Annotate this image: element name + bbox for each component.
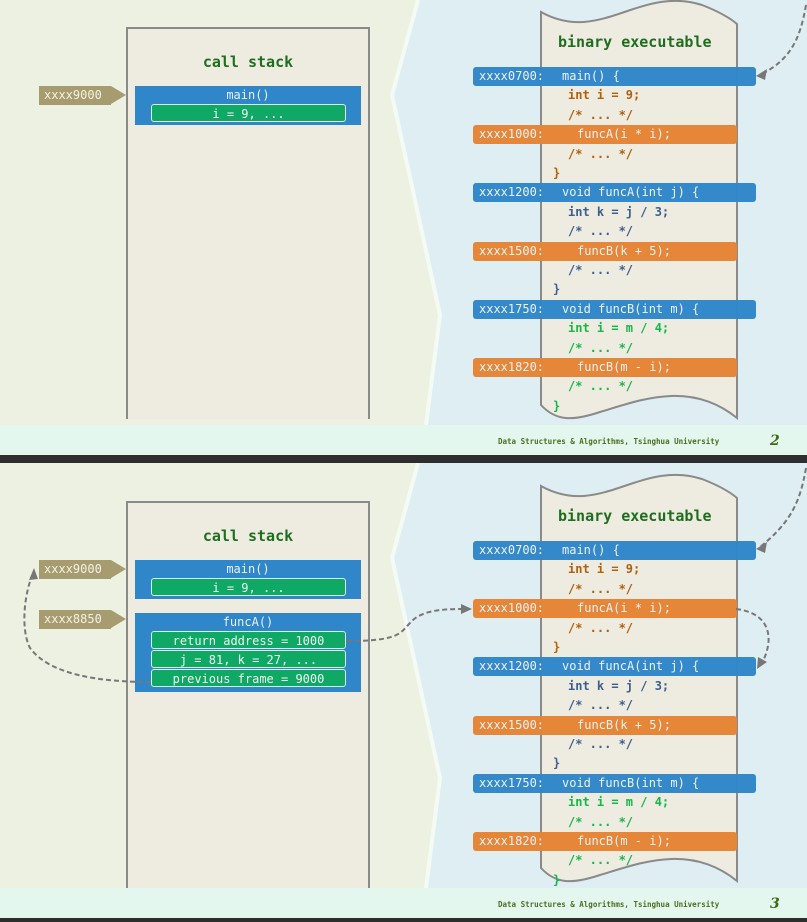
code-address: xxxx1500: [479, 243, 545, 258]
code-address: xxxx1000: [479, 601, 545, 616]
code-line: } [553, 282, 561, 297]
frame-variable-row: j = 81, k = 27, ... [151, 650, 346, 668]
code-line: /* ... */ [568, 224, 634, 239]
code-text: main() { [562, 543, 620, 557]
code-line: /* ... */ [568, 581, 634, 596]
code-address: xxxx1200: [479, 659, 545, 674]
code-line: } [553, 398, 561, 413]
code-line: int i = 9; [568, 562, 641, 577]
function-entry-bar [473, 299, 756, 319]
code-line: /* ... */ [568, 620, 634, 635]
code-address: xxxx1200: [479, 185, 545, 200]
stack-address-tag: xxxx8850 [39, 610, 126, 629]
code-line: /* ... */ [568, 107, 634, 122]
code-text: void funcB(int m) { [562, 775, 700, 790]
frame-name: main() [226, 562, 270, 576]
frame-name: funcA() [222, 615, 274, 629]
code-line: } [553, 166, 561, 180]
page-number: 2 [770, 433, 780, 449]
function-entry-bar [473, 541, 756, 560]
slide-footer: Data Structures & Algorithms, Tsinghua U… [0, 425, 807, 455]
code-line: } [553, 640, 561, 654]
call-site-bar [473, 599, 737, 619]
call-site-bar [473, 358, 737, 377]
code-line: int i = 9; [568, 88, 641, 103]
page-number: 3 [770, 896, 780, 912]
function-entry-bar [473, 183, 756, 203]
call-stack-title: call stack [202, 527, 294, 545]
code-text: funcB(m - i); [577, 834, 671, 848]
code-line: int i = m / 4; [568, 321, 670, 336]
slide-footer: Data Structures & Algorithms, Tsinghua U… [0, 888, 807, 918]
code-text: void funcA(int j) { [562, 659, 700, 674]
code-address: xxxx0700: [479, 543, 545, 557]
code-text: funcA(i * i); [577, 601, 671, 616]
function-entry-bar [473, 657, 756, 677]
footer-text: Data Structures & Algorithms, Tsinghua U… [498, 437, 720, 446]
return-address-row: return address = 1000 [151, 631, 346, 649]
code-line: /* ... */ [568, 853, 634, 868]
frame-variable-row: i = 9, ... [151, 104, 346, 122]
code-text: funcA(i * i); [577, 127, 671, 142]
call-site-bar [473, 832, 737, 851]
executable-title: binary executable [558, 507, 712, 525]
footer-text: Data Structures & Algorithms, Tsinghua U… [498, 900, 720, 909]
stack-address-tag: xxxx9000 [39, 560, 126, 579]
function-entry-bar [473, 67, 756, 86]
code-text: void funcA(int j) { [562, 185, 700, 200]
code-address: xxxx1820: [479, 360, 545, 374]
stack-frame-main: main() i = 9, ... [135, 86, 361, 125]
code-line: /* ... */ [568, 737, 634, 751]
code-address: xxxx1500: [479, 717, 545, 732]
stack-frame-funcA: funcA() return address = 1000 j = 81, k … [135, 613, 361, 692]
function-entry-bar [473, 773, 756, 793]
code-line: /* ... */ [568, 379, 634, 394]
frame-name: main() [226, 88, 270, 102]
code-text: main() { [562, 69, 620, 83]
code-line: /* ... */ [568, 340, 634, 355]
executable-title: binary executable [558, 33, 712, 51]
call-stack-title: call stack [202, 53, 294, 71]
call-site-bar [473, 715, 737, 735]
frame-variable-row: i = 9, ... [151, 578, 346, 596]
call-site-bar [473, 125, 737, 145]
code-address: xxxx1750: [479, 301, 545, 316]
code-line: int k = j / 3; [568, 678, 670, 693]
code-line: /* ... */ [568, 814, 634, 829]
code-line: } [553, 872, 561, 887]
code-line: int k = j / 3; [568, 204, 670, 219]
code-address: xxxx1000: [479, 127, 545, 142]
stack-address-tag: xxxx9000 [39, 86, 126, 105]
slide-2: call stack xxxx9000 main() i = 9, ... bi… [0, 0, 807, 455]
call-site-bar [473, 241, 737, 261]
code-line: int i = m / 4; [568, 795, 670, 810]
code-line: /* ... */ [568, 263, 634, 277]
code-line: /* ... */ [568, 146, 634, 161]
code-line: /* ... */ [568, 698, 634, 713]
code-line: } [553, 756, 561, 771]
code-text: void funcB(int m) { [562, 301, 700, 316]
code-text: funcB(m - i); [577, 360, 671, 374]
slide-3: call stack xxxx9000 main() i = 9, ... xx… [0, 463, 807, 922]
code-text: funcB(k + 5); [577, 717, 671, 732]
stack-frame-main: main() i = 9, ... [135, 560, 361, 599]
code-address: xxxx1750: [479, 775, 545, 790]
code-address: xxxx1820: [479, 834, 545, 848]
code-address: xxxx0700: [479, 69, 545, 83]
code-text: funcB(k + 5); [577, 243, 671, 258]
previous-frame-row: previous frame = 9000 [151, 669, 346, 687]
